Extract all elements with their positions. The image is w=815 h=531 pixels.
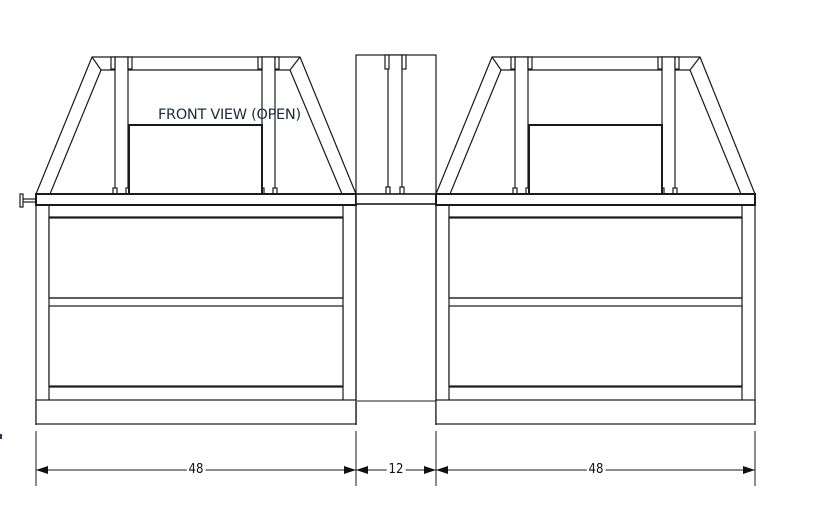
center-column [355,54,437,425]
right-drawer-lower [448,305,743,387]
right-unit [435,56,756,425]
left-unit [19,56,357,425]
left-cabinet-frame [35,205,357,425]
view-title: FRONT VIEW (OPEN) [158,107,301,123]
left-side-handle [19,193,36,208]
right-countertop [435,193,756,206]
dimension-arrows [36,466,755,474]
left-hood [35,56,357,195]
dimension-label-left: 48 [186,462,206,477]
left-drawer-lower [48,305,344,387]
left-drawer-upper [48,217,344,299]
right-hood [435,56,756,195]
dimension-lines [35,431,756,486]
dimension-label-center: 12 [386,462,406,477]
dimension-label-right: 48 [586,462,606,477]
edge-mark [0,434,2,439]
right-drawer-upper [448,217,743,299]
left-countertop [35,193,357,206]
